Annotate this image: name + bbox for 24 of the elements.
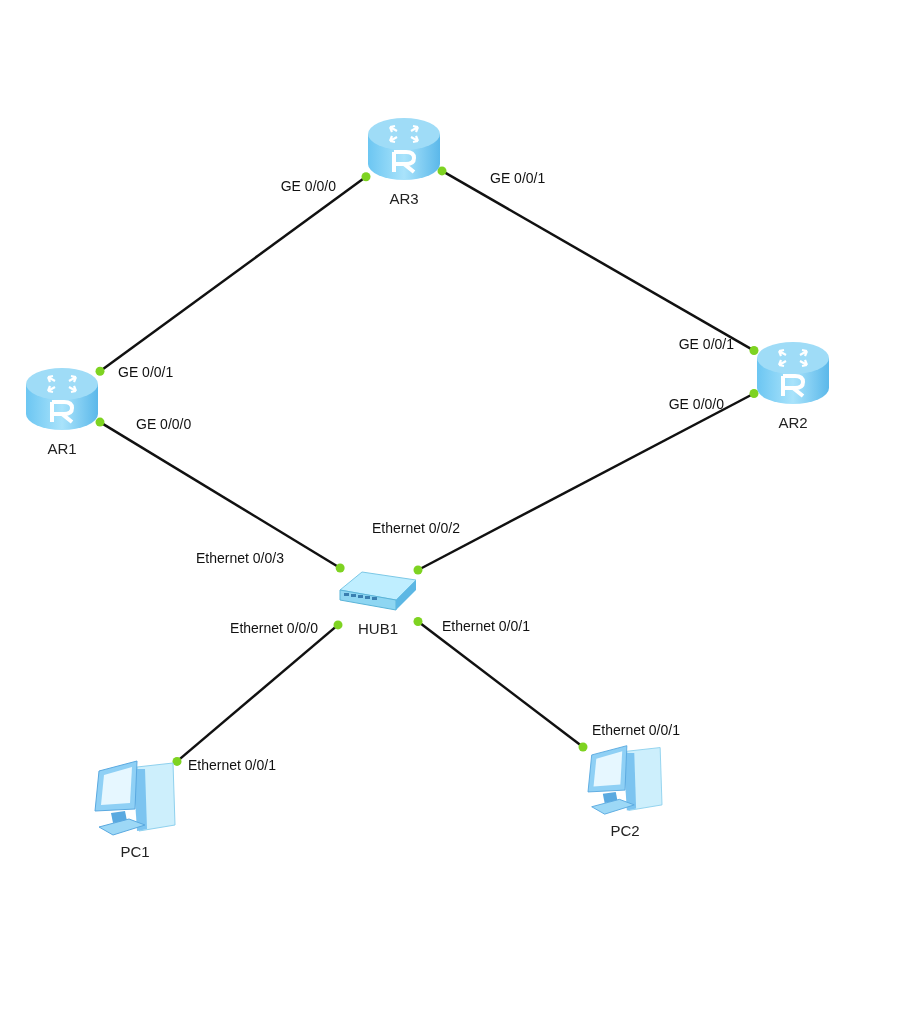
device-label: HUB1 <box>358 620 398 638</box>
port-label: Ethernet 0/0/0 <box>230 620 318 636</box>
port-label: Ethernet 0/0/2 <box>372 520 460 536</box>
port-label: GE 0/0/1 <box>490 170 546 186</box>
link-line <box>172 620 343 766</box>
port-label: GE 0/0/1 <box>678 336 734 352</box>
device-label: AR2 <box>778 414 808 432</box>
port-label: Ethernet 0/0/1 <box>188 757 276 773</box>
device-label: AR1 <box>47 440 77 458</box>
device-label: PC2 <box>610 822 640 840</box>
device-label: AR3 <box>389 190 419 208</box>
port-label: Ethernet 0/0/3 <box>196 550 284 566</box>
link-line <box>413 616 588 752</box>
port-label: Ethernet 0/0/1 <box>442 618 530 634</box>
link-line <box>437 166 759 356</box>
port-label: Ethernet 0/0/1 <box>592 722 680 738</box>
link-line <box>413 389 759 575</box>
port-label: GE 0/0/0 <box>136 416 192 432</box>
device-label: PC1 <box>120 843 150 861</box>
link-line <box>95 417 345 573</box>
port-label: GE 0/0/0 <box>280 178 336 194</box>
link-line <box>95 172 371 376</box>
port-label: GE 0/0/0 <box>668 396 724 412</box>
port-label: GE 0/0/1 <box>118 364 174 380</box>
